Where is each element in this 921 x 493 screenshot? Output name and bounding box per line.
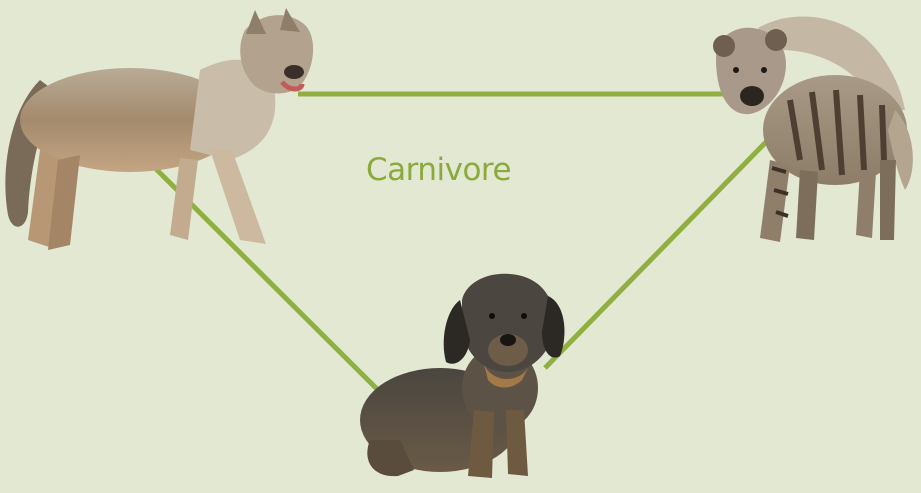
- edge-hyena-dachshund: [545, 140, 768, 368]
- dachshund-dog-icon: [360, 274, 564, 478]
- wolf-icon: [5, 8, 313, 250]
- center-label: Carnivore: [366, 152, 511, 188]
- striped-hyena-icon: [713, 17, 913, 242]
